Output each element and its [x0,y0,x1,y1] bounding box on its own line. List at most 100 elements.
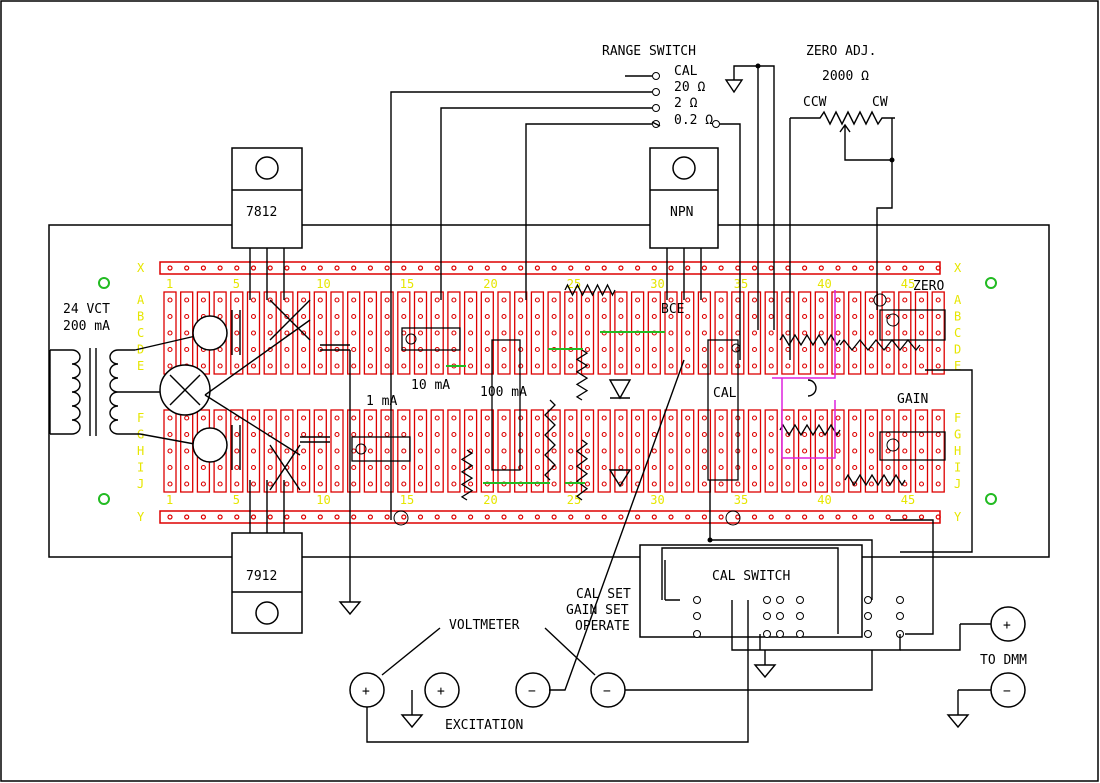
strip-hole [317,464,323,471]
strip-hole [601,415,607,421]
strip-hole [768,346,774,353]
dmm-plus-terminal[interactable]: + [990,606,1026,642]
resistors [460,283,921,501]
strip-hole [835,415,841,421]
strip-hole [551,481,557,487]
strip-hole [367,363,373,369]
strip-hole [534,346,540,353]
strip-hole [618,363,624,369]
strip-hole [635,297,641,303]
transformer-current: 200 mA [63,319,110,334]
strip-hole [317,448,323,454]
strip [230,409,244,493]
strip-hole [351,313,357,320]
strip-hole [935,464,941,471]
rail-hole [250,265,257,271]
strip [547,291,561,375]
strip-hole [551,363,557,369]
resistor [460,449,474,501]
strip-hole [651,448,657,454]
strip-hole [751,415,758,421]
strip-hole [417,481,424,487]
strip-hole [718,363,724,369]
strip [814,409,828,493]
strip-hole [484,363,490,369]
switch-contact [864,630,872,638]
strip-hole [584,330,591,336]
strip-hole [434,464,440,471]
rail-x-right: X [954,261,962,275]
strip [580,291,595,375]
excitation-plus-terminal[interactable]: + [424,672,460,708]
strip-hole [451,464,457,471]
strip [931,409,945,493]
excitation-minus-terminal[interactable]: − [590,672,626,708]
strip-hole [802,297,808,303]
strip-hole [234,363,240,369]
strip-hole [918,313,925,320]
strip-hole [484,313,490,320]
strip-hole [635,415,641,421]
strip-hole [200,481,206,487]
voltmeter-minus-terminal[interactable]: − [515,672,551,708]
strip-hole [701,313,707,320]
strip-hole [367,346,373,353]
strip [296,291,311,375]
strip-hole [167,464,173,471]
strip-hole [935,415,941,421]
switch-contact [864,612,872,620]
strip-hole [635,448,641,454]
strip-hole [301,415,307,421]
regulator-7812: 7812 [231,147,303,300]
rail-hole [584,265,591,271]
strip [747,291,762,375]
strip-hole [401,448,407,454]
strip-hole [584,431,591,438]
strip-hole [584,313,591,320]
strip-hole [768,448,774,454]
rail-hole [835,265,841,271]
strip-hole [935,313,941,320]
strip-hole [685,363,691,369]
strip-hole [351,464,357,471]
strip-hole [367,448,373,454]
resistor [839,338,921,352]
strip-hole [818,297,824,303]
strip-hole [284,363,290,369]
strip-hole [918,448,925,454]
strip-hole [401,481,407,487]
strip-hole [184,313,190,320]
voltmeter-plus-terminal[interactable]: + [349,672,385,708]
strip-hole [768,313,774,320]
rail-hole [401,514,407,520]
strip-hole [768,330,774,336]
switch-contact [796,612,804,620]
strip-hole [234,481,240,487]
dmm-minus-terminal[interactable]: − [990,672,1026,708]
strip-hole [234,415,240,421]
strip-hole [434,330,440,336]
rail-hole [451,265,457,271]
strip [848,409,862,493]
ground-icon [338,350,362,616]
mounting-holes [98,277,997,505]
filter-capacitors [192,299,350,491]
strip-hole [417,330,424,336]
strip-hole [802,481,808,487]
strip [463,291,478,375]
svg-text:−: − [528,684,536,699]
strip-hole [367,481,373,487]
rail-hole [417,514,424,520]
strip-hole [334,313,340,320]
rail-hole [217,514,223,520]
strip [630,409,645,493]
strip-hole [751,297,758,303]
operate-label: OPERATE [575,619,630,634]
row-letter: F [954,411,961,425]
strip-hole [568,415,574,421]
strip-hole [601,297,607,303]
strip-hole [484,330,490,336]
strip-hole [351,363,357,369]
column-number: 30 [650,277,664,291]
strip-hole [935,481,941,487]
